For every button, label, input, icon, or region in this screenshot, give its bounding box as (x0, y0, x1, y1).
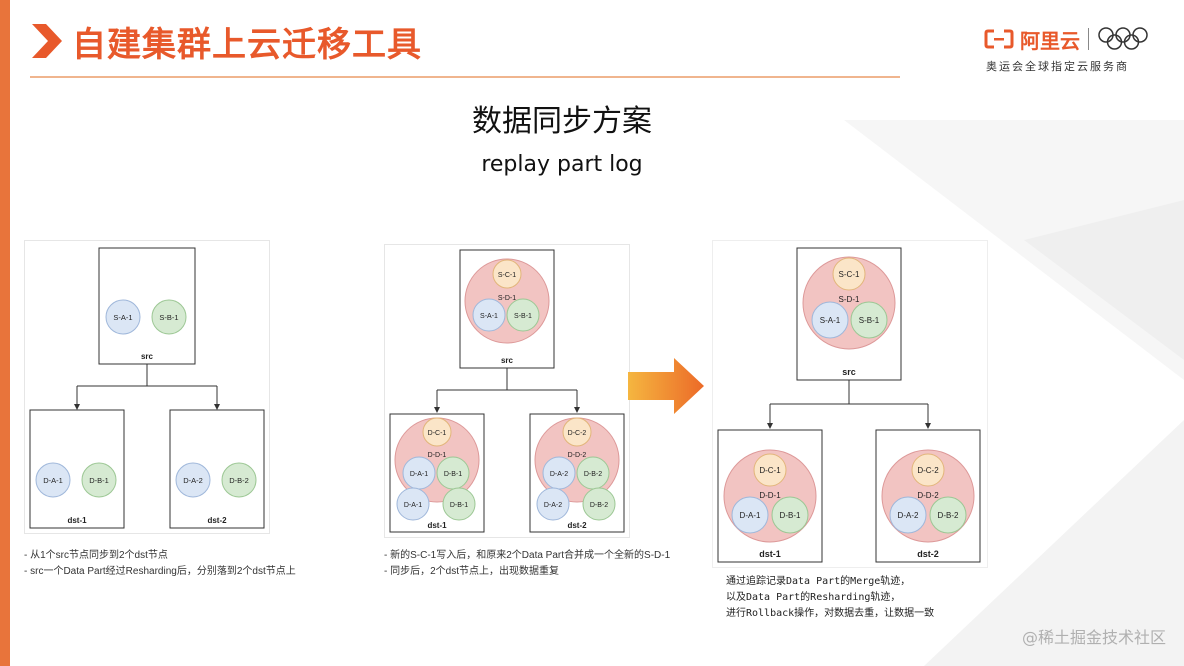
part-label: D-B-2 (584, 471, 602, 478)
part-circle (506, 298, 540, 332)
part-label: D-B-2 (938, 511, 959, 520)
node-label: dst-2 (567, 521, 587, 530)
part-circle (105, 299, 141, 335)
part-label: S-B-1 (859, 316, 880, 325)
chevron-right-icon (32, 24, 62, 58)
part-circle (81, 462, 117, 498)
part-label: D-A-1 (43, 476, 63, 485)
section-subheading: replay part log (481, 152, 643, 177)
brand-separator (1088, 28, 1089, 50)
part-circle (442, 487, 476, 521)
node-label: dst-1 (759, 549, 781, 559)
part-label: D-A-1 (740, 511, 761, 520)
part-circle (832, 257, 866, 291)
part-label: S-B-1 (514, 313, 532, 320)
brand-subtitle: 奥运会全球指定云服务商 (986, 60, 1129, 73)
part-label: D-A-1 (410, 471, 428, 478)
section-heading: 数据同步方案 (472, 104, 652, 139)
background-decoration (844, 120, 1184, 666)
arrow-right-icon (628, 358, 704, 414)
olympic-rings-icon (1098, 27, 1148, 50)
part-label: D-A-2 (898, 511, 919, 520)
part-label: D-D-1 (428, 452, 447, 459)
diagram-rollback-dedupe: S-C-1 S-D-1 S-A-1 S-B-1 src D-C-1 D-D-1 … (712, 240, 988, 568)
node-label: src (842, 367, 856, 377)
caption-line: - 同步后，2个dst节点上，出现数据重复 (384, 566, 560, 577)
part-label: S-D-1 (498, 295, 516, 302)
diagram-initial-sync: S-A-1 S-B-1 src D-A-1 D-B-1 dst-1 D-A-2 … (24, 240, 270, 534)
brand-logo-area: 阿里云 奥运会全球指定云服务商 (984, 24, 1164, 76)
node-label: dst-2 (917, 549, 939, 559)
part-circle (811, 301, 849, 339)
node-label: dst-1 (427, 521, 447, 530)
part-label: D-A-1 (404, 502, 422, 509)
diagram2-caption: - 新的S-C-1写入后，和原来2个Data Part合并成一个全新的S-D-1… (384, 548, 714, 580)
caption-line: - 从1个src节点同步到2个dst节点 (24, 550, 168, 561)
left-accent-bar (0, 0, 10, 666)
caption-line: 进行Rollback操作，对数据去重，让数据一致 (726, 608, 935, 619)
part-circle (422, 417, 452, 447)
part-label: D-C-2 (568, 430, 587, 437)
part-circle (492, 259, 522, 289)
part-label: D-B-2 (229, 476, 249, 485)
part-circle (771, 496, 809, 534)
part-circle (929, 496, 967, 534)
diagram3-caption: 通过追踪记录Data Part的Merge轨迹， 以及Data Part的Res… (726, 574, 1026, 622)
part-label: S-D-1 (839, 295, 860, 304)
part-label: D-D-1 (759, 491, 781, 500)
part-label: S-A-1 (113, 313, 132, 322)
part-label: D-A-2 (544, 502, 562, 509)
slide-title-area: 自建集群上云迁移工具 (30, 16, 422, 66)
part-label: D-D-2 (568, 452, 587, 459)
part-label: D-C-2 (917, 466, 939, 475)
part-circle (850, 301, 888, 339)
part-label: S-C-1 (839, 270, 860, 279)
part-label: D-A-2 (550, 471, 568, 478)
part-circle (889, 496, 927, 534)
part-label: D-B-1 (89, 476, 109, 485)
part-label: S-C-1 (498, 272, 516, 279)
part-circle (582, 487, 616, 521)
caption-line: 以及Data Part的Resharding轨迹， (726, 592, 901, 603)
part-circle (753, 453, 787, 487)
part-circle (562, 417, 592, 447)
part-label: D-D-2 (917, 491, 939, 500)
node-label: dst-1 (67, 516, 87, 525)
part-label: S-B-1 (159, 313, 178, 322)
part-circle (35, 462, 71, 498)
title-divider (30, 76, 900, 78)
part-label: D-B-2 (590, 502, 608, 509)
part-label: D-A-2 (183, 476, 203, 485)
part-circle (396, 487, 430, 521)
part-circle (472, 298, 506, 332)
caption-line: - 新的S-C-1写入后，和原来2个Data Part合并成一个全新的S-D-1 (384, 550, 671, 561)
part-circle (151, 299, 187, 335)
part-label: D-B-1 (780, 511, 801, 520)
part-circle (911, 453, 945, 487)
part-circle (175, 462, 211, 498)
node-label: dst-2 (207, 516, 227, 525)
slide-title: 自建集群上云迁移工具 (72, 24, 422, 65)
diagram-merge-duplicate: S-C-1 S-D-1 S-A-1 S-B-1 src D-C-1 D-D-1 … (384, 244, 630, 538)
part-label: D-C-1 (428, 430, 447, 437)
watermark: @稀土掘金技术社区 (1021, 628, 1166, 647)
part-circle (731, 496, 769, 534)
part-label: D-C-1 (759, 466, 781, 475)
node-label: src (141, 352, 154, 361)
caption-line: 通过追踪记录Data Part的Merge轨迹， (726, 576, 911, 587)
brand-name: 阿里云 (1020, 28, 1080, 53)
part-label: S-A-1 (480, 313, 498, 320)
node-label: src (501, 356, 514, 365)
part-label: S-A-1 (820, 316, 841, 325)
part-circle (221, 462, 257, 498)
part-circle (536, 487, 570, 521)
caption-line: - src一个Data Part经过Resharding后，分别落到2个dst节… (24, 566, 296, 577)
part-label: D-B-1 (450, 502, 468, 509)
aliyun-logo-icon (984, 29, 1014, 49)
diagram1-caption: - 从1个src节点同步到2个dst节点 - src一个Data Part经过R… (24, 548, 344, 580)
part-label: D-B-1 (444, 471, 462, 478)
